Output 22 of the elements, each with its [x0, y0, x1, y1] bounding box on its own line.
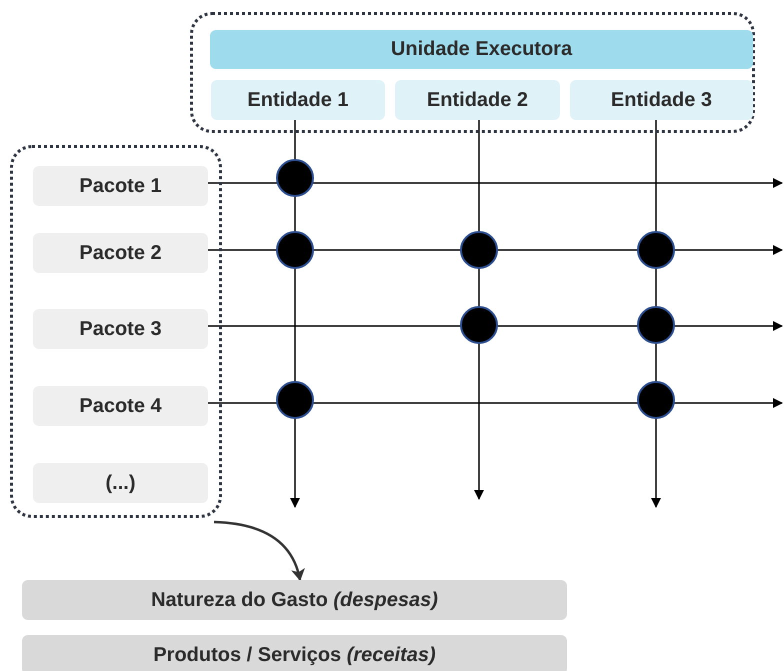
header-band: Unidade Executora [210, 30, 753, 69]
dot-marker [276, 231, 314, 269]
group-outline [190, 12, 755, 133]
category-bar: Natureza do Gasto (despesas) [22, 580, 567, 620]
dot-marker [460, 231, 498, 269]
dot-marker [637, 306, 675, 344]
column-header: Entidade 3 [570, 80, 753, 120]
row-header: Pacote 1 [33, 166, 208, 206]
column-header: Entidade 2 [395, 80, 560, 120]
row-header: Pacote 4 [33, 386, 208, 426]
row-header: (...) [33, 463, 208, 503]
group-outline [10, 145, 222, 518]
dot-marker [637, 231, 675, 269]
dot-marker [276, 159, 314, 197]
dot-marker [460, 306, 498, 344]
row-header: Pacote 2 [33, 233, 208, 273]
category-bar: Produtos / Serviços (receitas) [22, 635, 567, 671]
column-header: Entidade 1 [211, 80, 385, 120]
row-header: Pacote 3 [33, 309, 208, 349]
dot-marker [276, 381, 314, 419]
dot-marker [637, 381, 675, 419]
arrow [214, 520, 304, 581]
